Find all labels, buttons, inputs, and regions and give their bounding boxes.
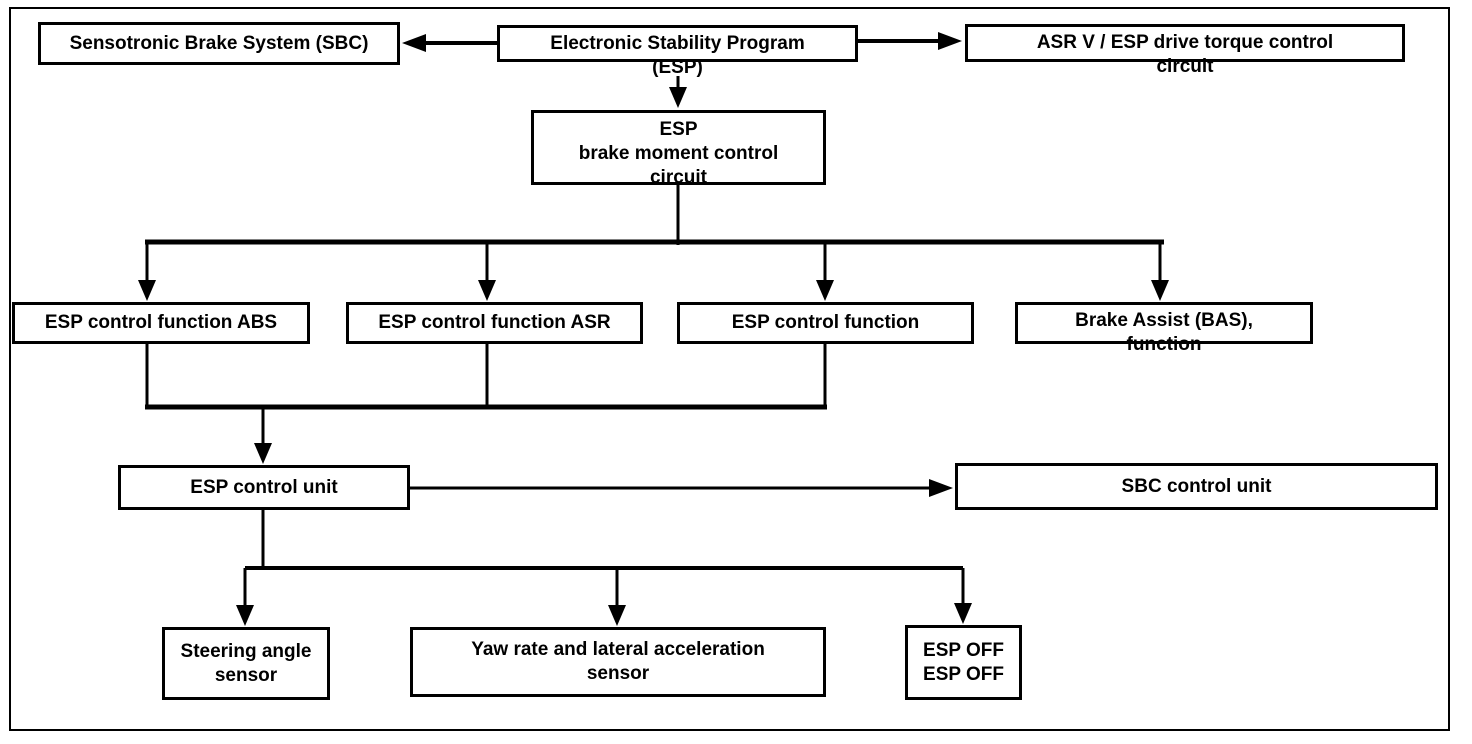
node-asr-esp-drive-torque-control: ASR V / ESP drive torque control circuit [965,24,1405,77]
node-label: ASR V / ESP drive torque control circuit [1036,32,1334,77]
node-steering-angle-sensor: Steering angle sensor [162,627,330,700]
node-label: ESP control function ABS [44,312,278,333]
arrow-head-right [938,32,962,50]
node-esp-control-function: ESP control function [677,302,974,344]
arrow-head-down [478,280,496,301]
node-sbc-control-unit: SBC control unit [955,463,1438,510]
node-label: Yaw rate and lateral acceleration sensor [471,639,765,684]
node-sensotronic-brake-system: Sensotronic Brake System (SBC) [38,22,400,65]
node-esp-control-function-abs: ESP control function ABS [12,302,310,344]
arrow-head-right [929,479,953,497]
node-label: Steering angle sensor [180,640,312,686]
arrow-head-down [254,443,272,464]
node-esp-brake-moment-control-circuit: ESP brake moment control circuit [531,110,826,188]
arrow-head-down [138,280,156,301]
node-esp-off-switch: ESP OFF ESP OFF [905,625,1022,700]
arrow-head-down [816,280,834,301]
arrow-head-down [236,605,254,626]
node-label: ESP control function [731,312,920,333]
arrow-head-down [954,603,972,624]
arrow-head-left [402,34,426,52]
node-esp-control-unit: ESP control unit [118,465,410,510]
node-label: Sensotronic Brake System (SBC) [69,32,369,54]
node-brake-assist-bas-function: Brake Assist (BAS), function [1015,302,1313,355]
node-yaw-rate-lateral-acceleration-sensor: Yaw rate and lateral acceleration sensor [410,627,826,697]
node-esp-control-function-asr: ESP control function ASR [346,302,643,344]
node-label: ESP brake moment control circuit [578,119,779,188]
node-label: ESP control unit [190,476,338,498]
node-label: ESP OFF ESP OFF [923,639,1004,685]
node-electronic-stability-program: Electronic Stability Program (ESP) [497,25,858,78]
arrow-head-down [608,605,626,626]
arrow-head-down [669,87,687,108]
node-label: SBC control unit [1121,475,1272,497]
node-label: ESP control function ASR [378,312,611,333]
node-label: Brake Assist (BAS), function [1075,310,1253,355]
arrow-head-down [1151,280,1169,301]
outer-border [9,7,1450,731]
node-label: Electronic Stability Program (ESP) [550,33,805,78]
